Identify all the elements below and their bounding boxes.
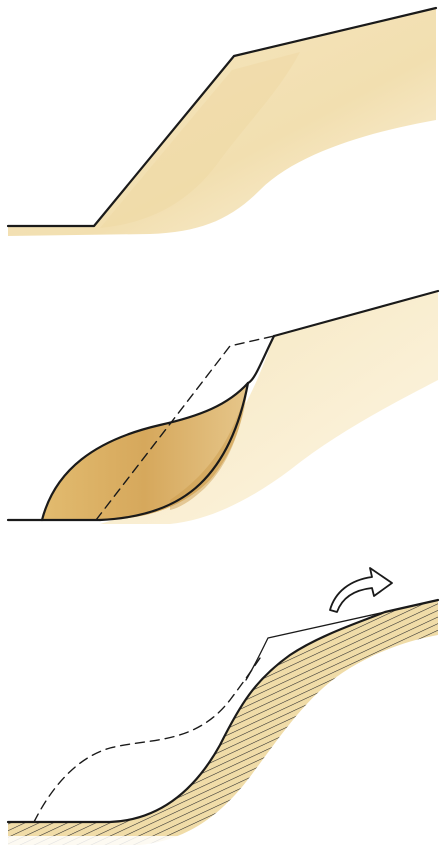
hatch-fade-overlay [0,836,442,857]
panel-rotational-slide [8,291,438,524]
hatched-ground [8,600,438,845]
panel-flow-failure [0,568,442,857]
panel-stable-slope [8,8,436,236]
movement-arrow-icon [330,568,392,612]
